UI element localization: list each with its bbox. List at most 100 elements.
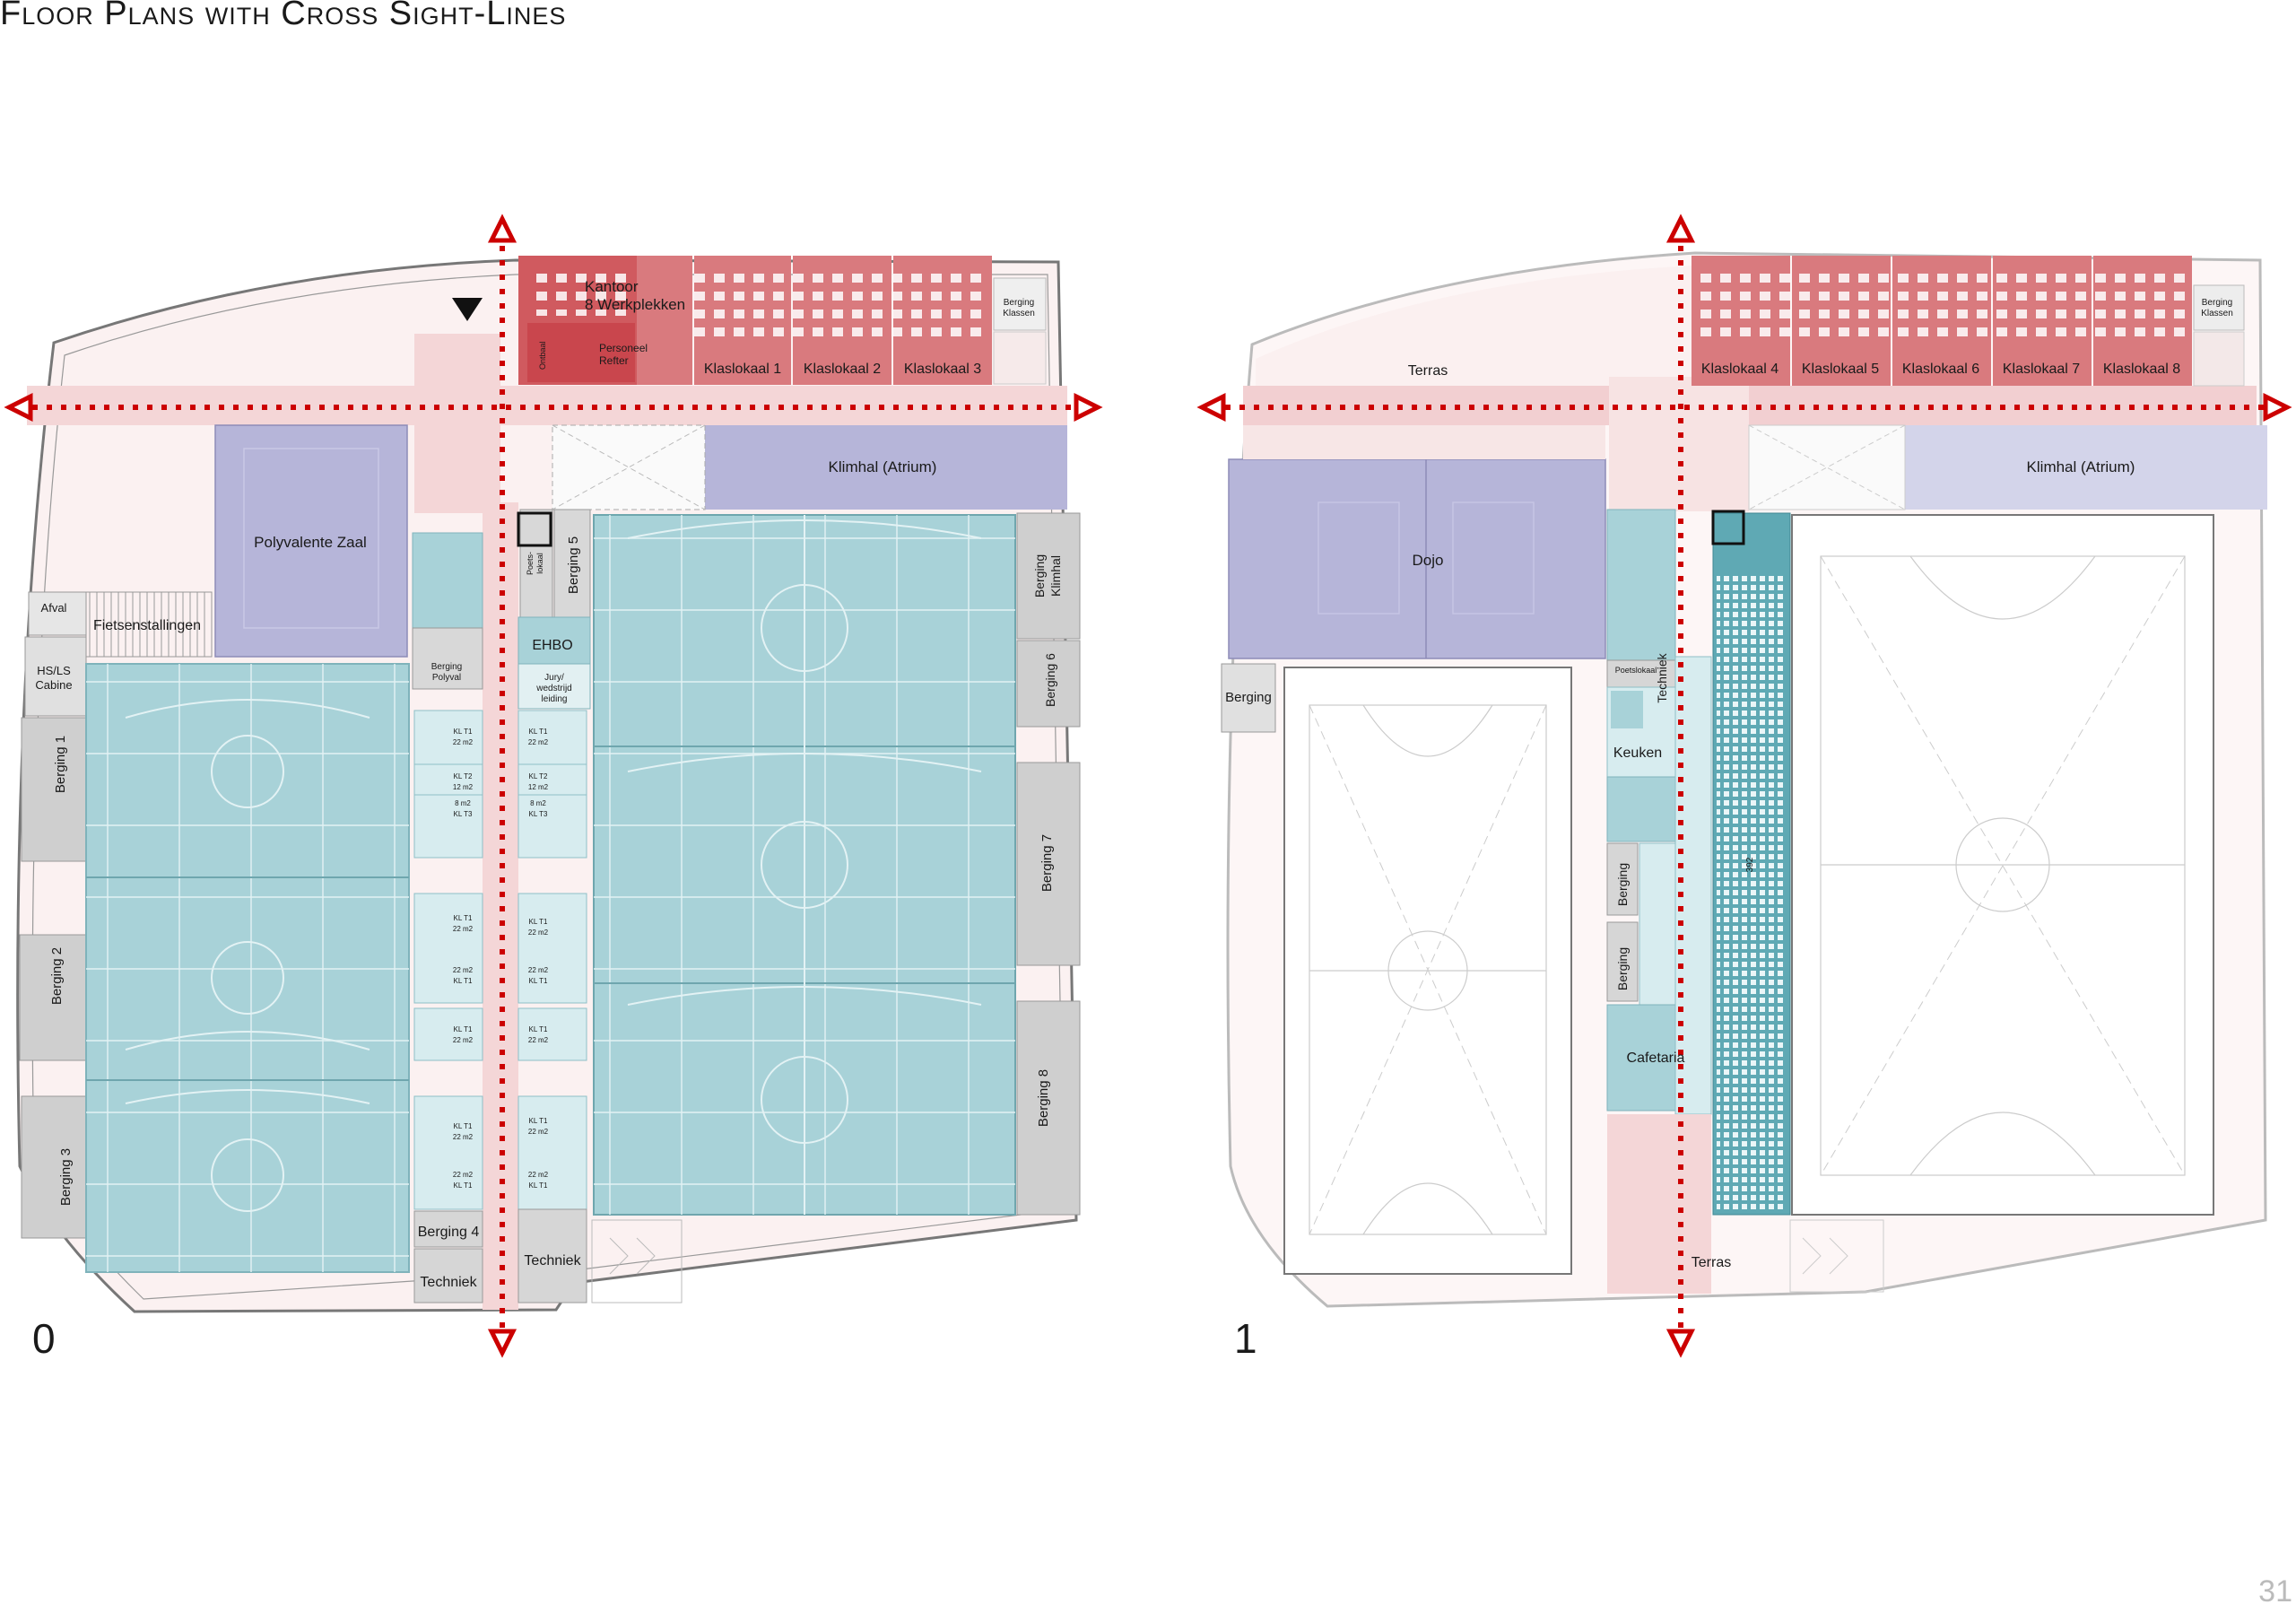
room-klimhal-1	[1905, 425, 2267, 510]
label-berging-2: Berging 2	[49, 947, 65, 1005]
svg-text:22 m2: 22 m2	[528, 966, 549, 974]
svg-text:KL T1: KL T1	[454, 1122, 473, 1130]
label-terras-top: Terras	[1408, 363, 1448, 379]
label-techniek-left: Techniek	[420, 1275, 477, 1290]
floor-label-1: 1	[1234, 1315, 1257, 1362]
label-berging-8: Berging 8	[1036, 1069, 1051, 1127]
label-berging-5: Berging 5	[566, 536, 581, 594]
label-cafetaria: Cafetaria	[1627, 1051, 1685, 1066]
label-techniek-1: Techniek	[1655, 652, 1669, 702]
page-number: 31	[2258, 1574, 2292, 1609]
label-fietsenstallingen: Fietsenstallingen	[93, 618, 201, 633]
svg-text:KL T1: KL T1	[529, 1025, 548, 1033]
changing-rooms-left	[413, 710, 483, 1303]
arrow-right-1	[2263, 392, 2292, 423]
label-ehbo: EHBO	[532, 638, 572, 653]
label-dojo: Dojo	[1413, 552, 1444, 569]
svg-text:22 m2: 22 m2	[528, 1036, 549, 1044]
label-klaslokaal-5: Klaslokaal 5	[1802, 362, 1879, 377]
svg-text:KL T1: KL T1	[529, 1117, 548, 1125]
label-klaslokaal-4: Klaslokaal 4	[1701, 362, 1779, 377]
label-klimhal-0: Klimhal (Atrium)	[829, 458, 937, 475]
label-klaslokaal-7: Klaslokaal 7	[2003, 362, 2080, 377]
svg-text:22 m2: 22 m2	[528, 738, 549, 746]
label-klimhal-1: Klimhal (Atrium)	[2027, 458, 2135, 475]
room-klimhal	[705, 425, 1067, 510]
svg-text:KL T2: KL T2	[454, 772, 473, 780]
label-techniek-right: Techniek	[524, 1253, 581, 1269]
label-keuken: Keuken	[1613, 745, 1662, 761]
svg-text:KL T1: KL T1	[529, 918, 548, 926]
label-klaslokaal-6: Klaslokaal 6	[1902, 362, 1979, 377]
label-poetslokaal-1: Poetslokaal	[1615, 666, 1657, 675]
svg-text:KL T1: KL T1	[529, 977, 548, 985]
svg-text:22 m2: 22 m2	[453, 1036, 474, 1044]
svg-text:22 m2: 22 m2	[453, 1133, 474, 1141]
svg-text:KL T3: KL T3	[529, 810, 548, 818]
svg-text:KL T1: KL T1	[454, 1025, 473, 1033]
svg-text:KL T1: KL T1	[454, 728, 473, 736]
label-berging-3: Berging 3	[58, 1148, 74, 1206]
label-polyvalente-zaal: Polyvalente Zaal	[254, 534, 367, 551]
page-title: Floor Plans with Cross Sight-Lines	[0, 0, 567, 32]
arrow-left-1	[1196, 392, 1226, 423]
label-berging-4: Berging 4	[418, 1225, 480, 1240]
arrow-down-0	[487, 1329, 517, 1358]
svg-text:12 m2: 12 m2	[453, 783, 474, 791]
svg-text:22 m2: 22 m2	[453, 1171, 474, 1179]
label-terras-bottom: Terras	[1692, 1255, 1731, 1270]
floor-plan-1: Terras Klaslokaal 4 Klaslokaal 5 Klaslok…	[1196, 214, 2292, 1362]
label-klaslokaal-3: Klaslokaal 3	[904, 362, 981, 377]
svg-text:KL T1: KL T1	[529, 728, 548, 736]
label-berging-1: Berging 1	[53, 736, 68, 793]
label-berging-1b: Berging	[1615, 863, 1630, 906]
label-berging-1a: Berging	[1225, 690, 1272, 705]
room-cafetaria	[1606, 1004, 1676, 1112]
arrow-up-0	[487, 214, 517, 243]
svg-text:22 m2: 22 m2	[528, 1171, 549, 1179]
svg-text:KL T1: KL T1	[454, 914, 473, 922]
floor-label-0: 0	[32, 1315, 56, 1362]
arrow-right-0	[1074, 392, 1103, 423]
label-klaslokaal-2: Klaslokaal 2	[804, 362, 881, 377]
room-dojo	[1228, 458, 1606, 659]
label-poetslokaal-0: Poets-lokaal	[526, 552, 544, 575]
changing-labels-right: KL T1 22 m2 KL T2 12 m2 8 m2 KL T3 KL T1 22 …	[528, 728, 549, 1190]
svg-text:KL T2: KL T2	[529, 772, 548, 780]
label-berging-7: Berging 7	[1039, 834, 1055, 892]
label-berging-6: Berging 6	[1043, 653, 1057, 707]
svg-text:KL T1: KL T1	[454, 977, 473, 985]
svg-text:8 m2: 8 m2	[455, 799, 471, 807]
svg-text:12 m2: 12 m2	[528, 783, 549, 791]
label-berging-1c: Berging	[1615, 947, 1630, 990]
arrow-down-1	[1665, 1329, 1696, 1358]
label-afval: Afval	[41, 601, 67, 615]
entrance-marker	[452, 298, 483, 321]
label-klaslokaal-8: Klaslokaal 8	[2103, 362, 2180, 377]
arrow-up-1	[1665, 214, 1696, 243]
label-seats: 392	[1745, 857, 1755, 872]
changing-rooms-right	[517, 710, 587, 1303]
label-ontbaal: Ontbaal	[538, 341, 547, 370]
room-polyvalente-zaal	[214, 424, 408, 658]
svg-text:22 m2: 22 m2	[453, 925, 474, 933]
label-klaslokaal-1: Klaslokaal 1	[704, 362, 781, 377]
svg-text:22 m2: 22 m2	[528, 929, 549, 937]
svg-text:22 m2: 22 m2	[453, 738, 474, 746]
room-toilets-1	[1606, 509, 1676, 661]
svg-text:KL T1: KL T1	[529, 1181, 548, 1190]
svg-text:KL T3: KL T3	[454, 810, 473, 818]
svg-text:22 m2: 22 m2	[528, 1128, 549, 1136]
svg-text:22 m2: 22 m2	[453, 966, 474, 974]
svg-text:8 m2: 8 m2	[530, 799, 546, 807]
